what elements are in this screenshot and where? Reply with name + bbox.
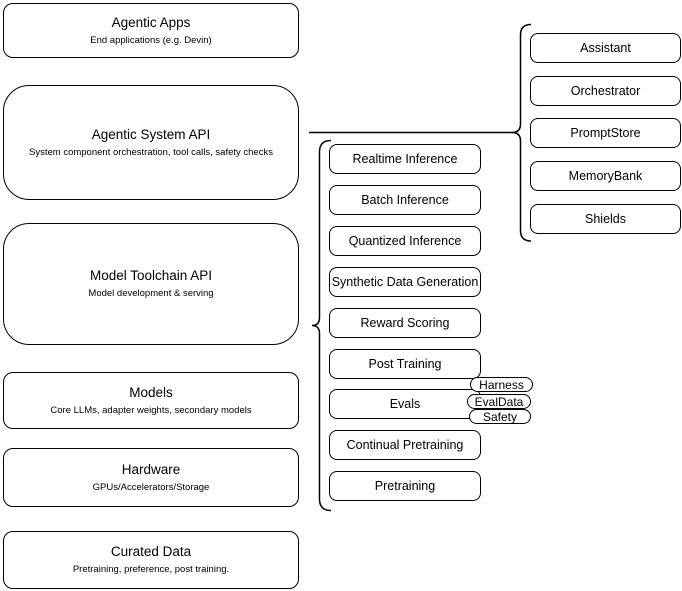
- eval-tag-evaldata: EvalData: [467, 394, 531, 409]
- system-components-bracket: [511, 23, 532, 242]
- component-promptstore: PromptStore: [530, 118, 681, 148]
- node-title: Models: [129, 384, 173, 400]
- toolchain-item-continual-pretraining: Continual Pretraining: [329, 430, 481, 460]
- node-title: Model Toolchain API: [89, 268, 213, 283]
- toolchain-item-batch-inference: Batch Inference: [329, 185, 481, 215]
- component-memorybank: MemoryBank: [530, 161, 681, 191]
- toolchain-item-reward-scoring: Reward Scoring: [329, 308, 481, 338]
- node-subtitle: GPUs/Accelerators/Storage: [92, 481, 210, 493]
- toolchain-item-post-training: Post Training: [329, 349, 481, 379]
- toolchain-item-evals: Evals: [329, 389, 481, 419]
- component-assistant: Assistant: [530, 33, 681, 63]
- toolchain-item-quantized-inference: Quantized Inference: [329, 226, 481, 256]
- toolchain-item-realtime-inference: Realtime Inference: [329, 144, 481, 174]
- node-title: Hardware: [121, 461, 181, 477]
- node-curated-data: Curated Data Pretraining, preference, po…: [3, 531, 299, 589]
- node-title: Agentic Apps: [111, 14, 191, 30]
- eval-tag-safety: Safety: [469, 409, 531, 424]
- node-subtitle: System component orchestration, tool cal…: [29, 146, 273, 158]
- node-subtitle: End applications (e.g. Devin): [90, 34, 212, 46]
- node-models: Models Core LLMs, adapter weights, secon…: [3, 372, 299, 429]
- toolchain-item-pretraining: Pretraining: [329, 471, 481, 501]
- node-agentic-apps: Agentic Apps End applications (e.g. Devi…: [3, 3, 299, 58]
- node-subtitle: Model development & serving: [88, 288, 214, 299]
- component-orchestrator: Orchestrator: [530, 76, 681, 106]
- node-title: Agentic System API: [91, 126, 211, 142]
- node-subtitle: Core LLMs, adapter weights, secondary mo…: [50, 404, 252, 416]
- component-shields: Shields: [530, 204, 681, 234]
- node-subtitle: Pretraining, preference, post training.: [72, 564, 230, 575]
- node-model-toolchain-api: Model Toolchain API Model development & …: [3, 223, 299, 345]
- node-agentic-system-api: Agentic System API System component orch…: [3, 85, 299, 200]
- node-hardware: Hardware GPUs/Accelerators/Storage: [3, 448, 299, 507]
- toolchain-item-synthetic-data-generation: Synthetic Data Generation: [329, 267, 481, 297]
- eval-tag-harness: Harness: [470, 377, 533, 392]
- node-title: Curated Data: [110, 544, 192, 559]
